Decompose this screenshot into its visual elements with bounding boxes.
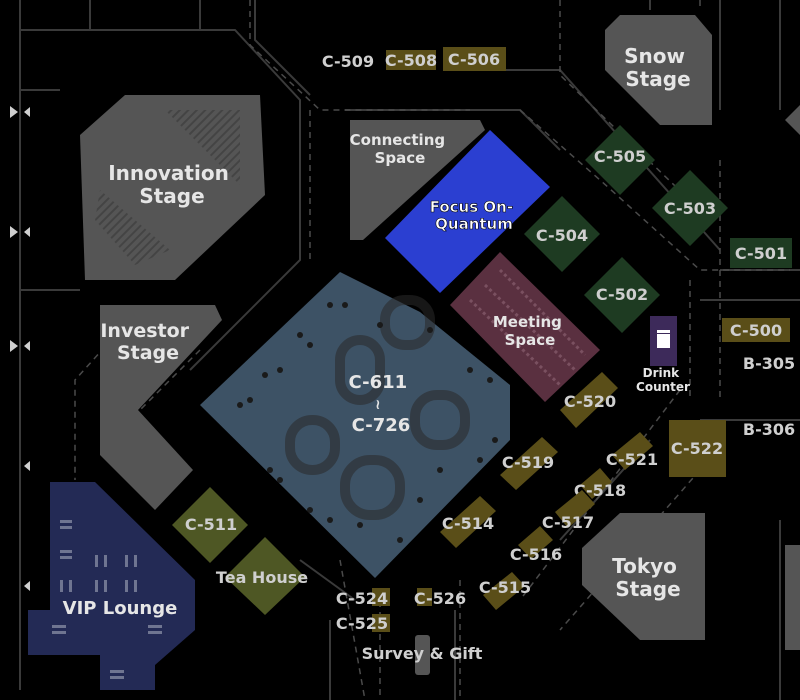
booth-c508[interactable]: C-508 <box>385 50 437 70</box>
booth-c511-label: C-511 <box>185 515 237 534</box>
booth-c516[interactable]: C-516 <box>510 526 562 564</box>
booth-c505[interactable]: C-505 <box>585 125 655 195</box>
booth-c500[interactable]: C-500 <box>722 318 790 342</box>
booth-c521[interactable]: C-521 <box>606 432 658 470</box>
booth-b305-label: B-305 <box>743 354 795 373</box>
booth-b305[interactable]: B-305 <box>743 354 795 373</box>
svg-text:Drink Counter: Drink Counter <box>636 366 690 394</box>
entrance-markers <box>10 106 30 591</box>
svg-text:Investor Stage: Investor Stage <box>100 320 195 364</box>
snow-stage[interactable]: Snow Stage <box>605 15 712 125</box>
booth-c519[interactable]: C-519 <box>500 437 558 490</box>
booth-c503-label: C-503 <box>664 199 716 218</box>
survey-gift-label: Survey & Gift <box>362 644 483 663</box>
tea-house[interactable]: Tea House <box>216 537 308 615</box>
investor-stage[interactable]: Investor Stage <box>100 305 222 510</box>
innovation-stage[interactable]: Innovation Stage <box>80 95 265 280</box>
central-hall[interactable]: C-611 ≀ C-726 <box>200 272 510 578</box>
booth-c514-label: C-514 <box>442 514 494 533</box>
focus-label-2: Quantum <box>435 215 513 233</box>
tea-house-label: Tea House <box>216 568 308 587</box>
booth-b306[interactable]: B-306 <box>743 420 795 439</box>
booth-c500-label: C-500 <box>730 321 782 340</box>
booth-c502-label: C-502 <box>596 285 648 304</box>
svg-text:Tokyo Stage: Tokyo Stage <box>612 554 684 601</box>
booth-c524-label: C-524 <box>336 589 388 608</box>
vip-lounge-label: VIP Lounge <box>63 598 178 619</box>
connecting-space-label-2: Space <box>375 149 426 167</box>
focus-on-quantum-area[interactable]: Focus On- Quantum <box>385 130 550 293</box>
investor-stage-label-1: Investor <box>100 320 189 342</box>
snow-stage-label-2: Stage <box>625 67 690 91</box>
booth-c509-label: C-509 <box>322 52 374 71</box>
booth-c511[interactable]: C-511 <box>172 487 248 563</box>
meeting-space-label-1: Meeting <box>493 313 562 331</box>
center-label-2: C-726 <box>352 415 411 436</box>
booth-c521-label: C-521 <box>606 450 658 469</box>
tokyo-stage-label-1: Tokyo <box>612 554 677 578</box>
booth-c501[interactable]: C-501 <box>730 238 792 268</box>
booth-c515[interactable]: C-515 <box>479 572 531 610</box>
center-label-sep: ≀ <box>375 397 380 413</box>
booth-c520-label: C-520 <box>564 392 616 411</box>
booth-c522[interactable]: C-522 <box>669 420 726 477</box>
meeting-space[interactable]: Meeting Space <box>450 252 600 402</box>
drink-counter-label-1: Drink <box>643 366 681 380</box>
booth-c525-label: C-525 <box>336 614 388 633</box>
booth-c514[interactable]: C-514 <box>440 496 496 548</box>
tokyo-stage-label-2: Stage <box>615 577 680 601</box>
booth-c517[interactable]: C-517 <box>542 490 595 532</box>
meeting-space-label-2: Space <box>505 331 556 349</box>
innovation-stage-label-1: Innovation <box>108 161 229 185</box>
booth-c508-label: C-508 <box>385 51 437 70</box>
booth-b306-label: B-306 <box>743 420 795 439</box>
connecting-space-label-1: Connecting <box>350 131 445 149</box>
dashed-paths <box>74 0 790 700</box>
svg-text:Innovation Stage: Innovation Stage <box>108 161 236 208</box>
booth-c501-label: C-501 <box>735 244 787 263</box>
booth-c502[interactable]: C-502 <box>584 257 660 333</box>
focus-label-1: Focus On- <box>430 198 513 216</box>
drink-counter-label-2: Counter <box>636 380 690 394</box>
booth-c517-label: C-517 <box>542 513 594 532</box>
booth-c519-label: C-519 <box>502 453 554 472</box>
booth-c515-label: C-515 <box>479 578 531 597</box>
booth-c522-label: C-522 <box>671 439 723 458</box>
svg-text:Meeting Space: Meeting Space <box>493 313 567 349</box>
svg-text:Focus On- Quantum: Focus On- Quantum <box>430 198 519 233</box>
booth-c520[interactable]: C-520 <box>560 372 618 428</box>
booth-c505-label: C-505 <box>594 147 646 166</box>
booth-c525[interactable]: C-525 <box>336 614 390 633</box>
right-edge-shape-2 <box>785 545 800 650</box>
booth-c516-label: C-516 <box>510 545 562 564</box>
connecting-space[interactable]: Connecting Space <box>350 120 485 240</box>
tokyo-stage[interactable]: Tokyo Stage <box>582 513 705 640</box>
booth-c504[interactable]: C-504 <box>524 196 600 272</box>
booth-c504-label: C-504 <box>536 226 588 245</box>
booth-c526-label: C-526 <box>414 589 466 608</box>
booth-c518-label: C-518 <box>574 481 626 500</box>
right-edge-shape <box>785 105 800 135</box>
svg-text:Connecting Space: Connecting Space <box>350 131 451 167</box>
booth-c526[interactable]: C-526 <box>414 588 466 608</box>
svg-text:Snow Stage: Snow Stage <box>624 44 692 91</box>
booth-c524[interactable]: C-524 <box>336 588 390 608</box>
survey-gift[interactable]: Survey & Gift <box>362 635 483 675</box>
center-label-1: C-611 <box>349 372 408 393</box>
investor-stage-label-2: Stage <box>117 342 179 364</box>
booth-c506[interactable]: C-506 <box>443 47 506 71</box>
booth-c506-label: C-506 <box>448 50 500 69</box>
snow-stage-label-1: Snow <box>624 44 685 68</box>
vip-lounge[interactable]: VIP Lounge <box>28 482 195 690</box>
drink-counter[interactable]: Drink Counter <box>636 316 690 394</box>
booth-c518[interactable]: C-518 <box>574 468 626 500</box>
booth-c503[interactable]: C-503 <box>652 170 728 246</box>
innovation-stage-label-2: Stage <box>139 184 204 208</box>
svg-text:C-611 ≀ C-726: C-611 ≀ C-726 <box>349 372 414 436</box>
booth-c509[interactable]: C-509 <box>322 52 374 71</box>
cup-icon <box>657 330 670 348</box>
